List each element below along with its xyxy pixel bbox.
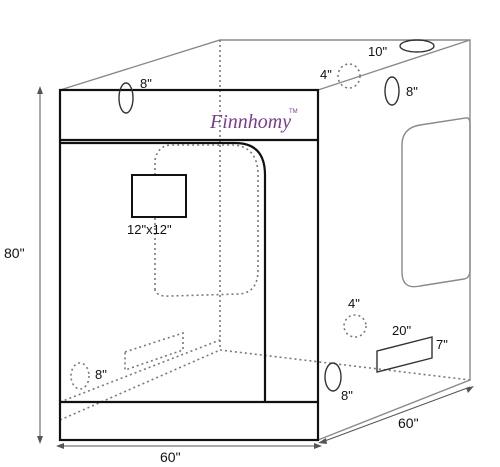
front-door-zipper: [60, 141, 267, 402]
front-bottom-port-label: 8": [95, 367, 107, 382]
side-top-port: [384, 76, 400, 106]
width-dimension: 60": [56, 443, 322, 465]
roof-port-large-label: 10": [368, 44, 387, 59]
side-bottom-port: [324, 362, 342, 392]
roof-port-large: [399, 39, 435, 53]
brand-tm: TM: [289, 109, 298, 115]
front-window: [131, 174, 187, 218]
height-label: 80": [4, 245, 25, 261]
side-lower-small-port: [343, 314, 367, 338]
roof-port-small-label: 4": [320, 67, 332, 82]
front-floor-vent: [124, 331, 184, 372]
front-bottom-port: [70, 362, 90, 390]
width-label: 60": [160, 449, 181, 465]
front-panel: [58, 88, 320, 442]
front-top-port-label: 8": [140, 76, 152, 91]
inner-door-outline: [154, 144, 259, 297]
front-window-label: 12"x12": [127, 222, 172, 237]
side-window: [401, 117, 471, 288]
roof-port-small: [337, 63, 361, 89]
depth-dimension: 60": [318, 386, 474, 444]
brand-logo: Finnhomy: [209, 111, 291, 133]
side-vent: [376, 336, 433, 373]
side-vent-width-label: 20": [392, 323, 411, 338]
height-dimension: 80": [4, 86, 43, 444]
side-vent-height-label: 7": [436, 337, 448, 352]
front-top-port: [118, 82, 134, 114]
depth-label: 60": [398, 415, 419, 431]
side-top-port-label: 8": [406, 84, 418, 99]
side-lower-small-port-label: 4": [348, 296, 360, 311]
side-bottom-port-label: 8": [341, 388, 353, 403]
